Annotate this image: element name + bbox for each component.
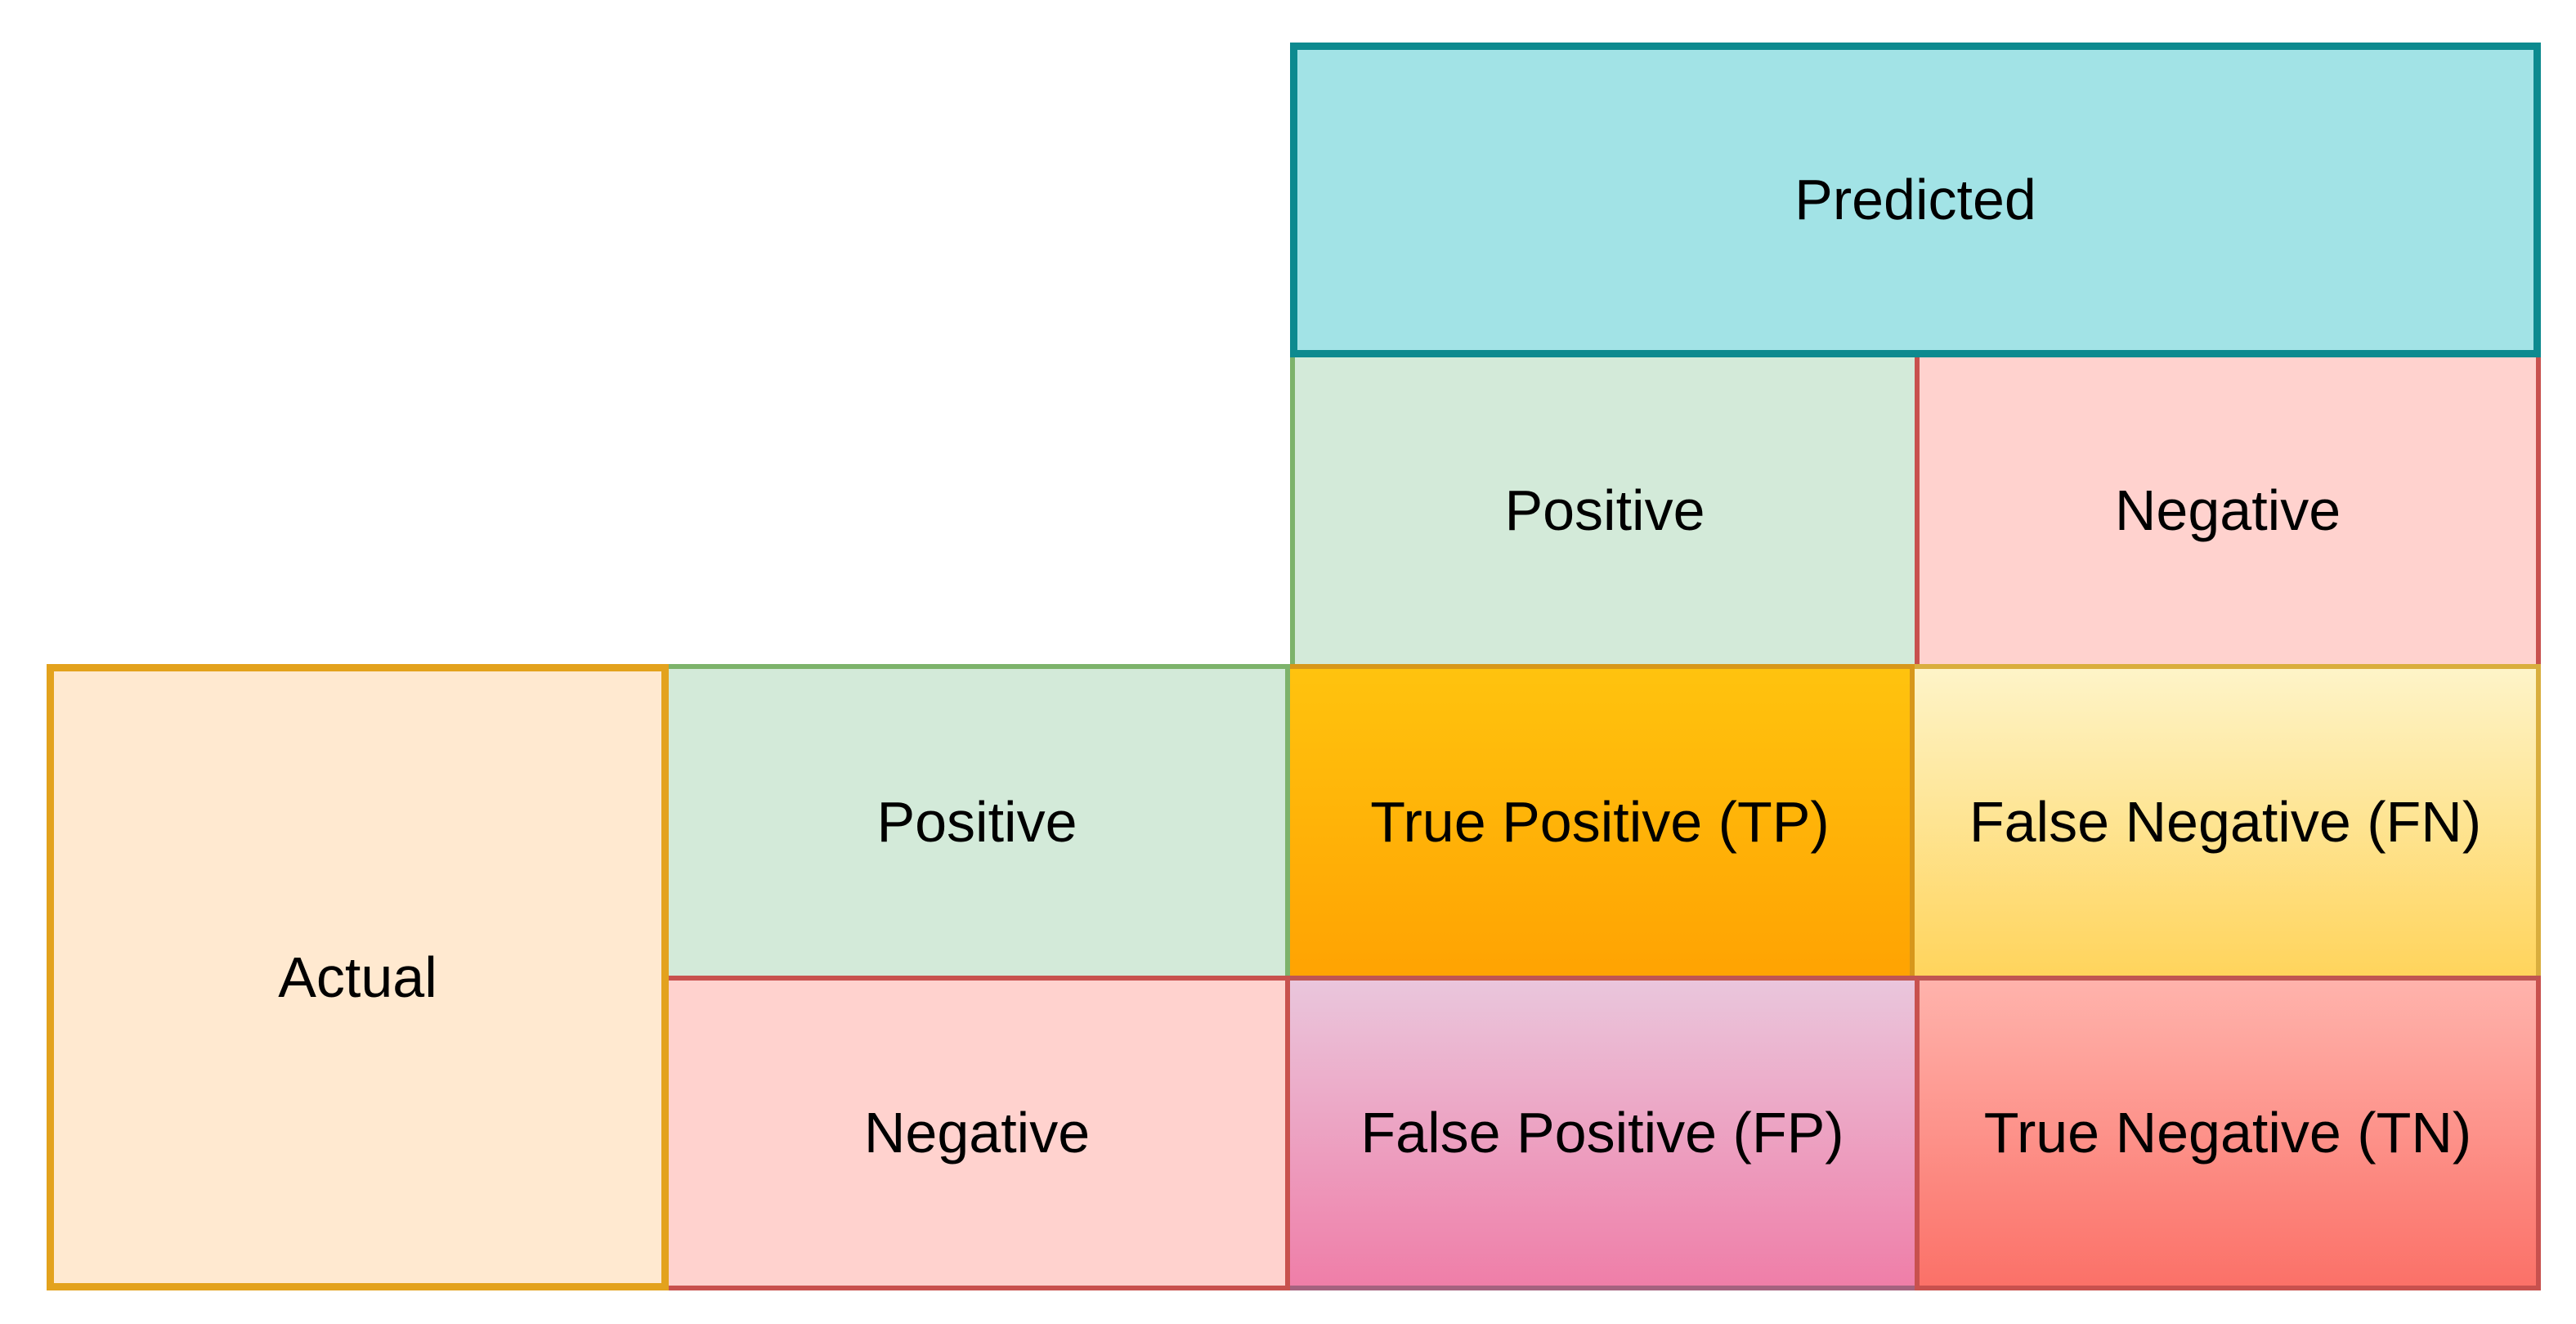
actual-positive-label: Positive: [876, 790, 1077, 854]
false-negative-label: False Negative (FN): [1969, 790, 2482, 854]
actual-axis-header-cell: Actual: [47, 664, 669, 1290]
predicted-positive-header-cell: Positive: [1290, 357, 1915, 664]
actual-positive-header-cell: Positive: [669, 664, 1290, 976]
predicted-negative-header-cell: Negative: [1915, 357, 2541, 664]
false-positive-label: False Positive (FP): [1360, 1101, 1844, 1165]
true-negative-cell: True Negative (TN): [1915, 976, 2541, 1290]
predicted-axis-header-cell: Predicted: [1290, 43, 2541, 357]
true-negative-label: True Negative (TN): [1983, 1101, 2472, 1165]
false-positive-cell: False Positive (FP): [1290, 976, 1915, 1290]
actual-axis-label: Actual: [278, 945, 437, 1009]
actual-negative-label: Negative: [863, 1101, 1091, 1165]
actual-negative-header-cell: Negative: [669, 976, 1290, 1290]
predicted-positive-label: Positive: [1504, 478, 1705, 542]
true-positive-label: True Positive (TP): [1370, 790, 1830, 854]
true-positive-cell: True Positive (TP): [1290, 664, 1915, 976]
predicted-axis-label: Predicted: [1794, 168, 2036, 231]
false-negative-cell: False Negative (FN): [1915, 664, 2541, 976]
predicted-negative-label: Negative: [2114, 478, 2341, 542]
